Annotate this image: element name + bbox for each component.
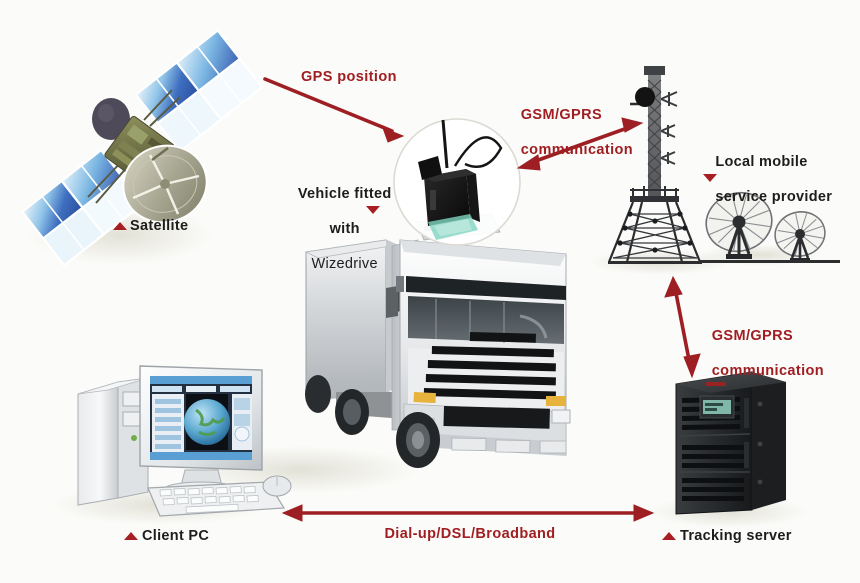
truck-graphic	[304, 213, 571, 468]
label-client-pc: Client PC	[142, 528, 210, 544]
tracking-server-graphic	[675, 371, 786, 515]
arrow-gps-position	[263, 77, 405, 143]
gsm-top-line2: communication	[520, 142, 634, 159]
marker-local-provider-triangle-down	[703, 174, 717, 182]
vehicle-line3: Wizedrive	[311, 256, 378, 273]
vehicle-line2: with	[329, 221, 360, 238]
satellite-graphic	[20, 28, 264, 267]
marker-tracking-server-triangle-up	[662, 532, 676, 540]
label-satellite: Satellite	[130, 218, 189, 234]
arrow-dialup-server-pc	[281, 504, 655, 522]
gsm-bottom-line1: GSM/GPRS	[711, 327, 794, 344]
tracking-device-graphic	[418, 119, 503, 240]
magnifier-circle	[393, 118, 521, 246]
arrow-gsm-tower-server	[664, 275, 701, 379]
satellite-dish-array-graphic	[700, 191, 840, 263]
label-gsm-communication-bottom: GSM/GPRS communication	[694, 310, 824, 398]
label-dialup-dsl-broadband: Dial-up/DSL/Broadband	[384, 526, 556, 542]
arrow-layer	[263, 77, 701, 522]
label-local-mobile-service-provider: Local mobile service provider	[698, 136, 832, 224]
marker-satellite-triangle-up	[113, 222, 127, 230]
label-tracking-server: Tracking server	[680, 528, 792, 544]
label-vehicle-fitted: Vehicle fitted with Wizedrive	[276, 168, 396, 292]
arrow-gsm-vehicle-tower	[516, 117, 644, 171]
label-gsm-communication-top: GSM/GPRS communication	[503, 89, 633, 177]
gsm-bottom-line2: communication	[711, 363, 825, 380]
marker-vehicle-triangle-down	[366, 206, 380, 214]
marker-client-pc-triangle-up	[124, 532, 138, 540]
client-pc-graphic	[77, 365, 292, 517]
label-gps-position: GPS position	[301, 69, 397, 85]
provider-line2: service provider	[715, 189, 833, 206]
cell-tower-graphic	[607, 66, 702, 264]
gsm-top-line1: GSM/GPRS	[520, 106, 603, 123]
provider-line1: Local mobile	[715, 153, 808, 170]
vehicle-line1: Vehicle fitted	[297, 185, 392, 202]
